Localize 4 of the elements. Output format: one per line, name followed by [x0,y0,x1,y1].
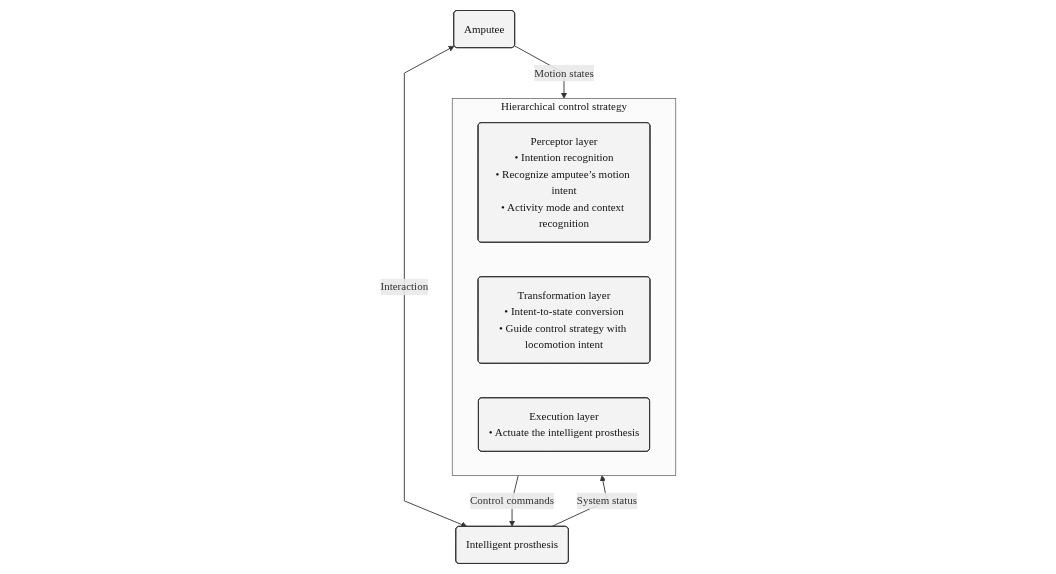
edge-label: Interaction [380,280,429,293]
edge-label: Control commands [469,494,554,507]
edge-label: Motion states [534,66,594,79]
edge-label: System status [576,494,637,507]
